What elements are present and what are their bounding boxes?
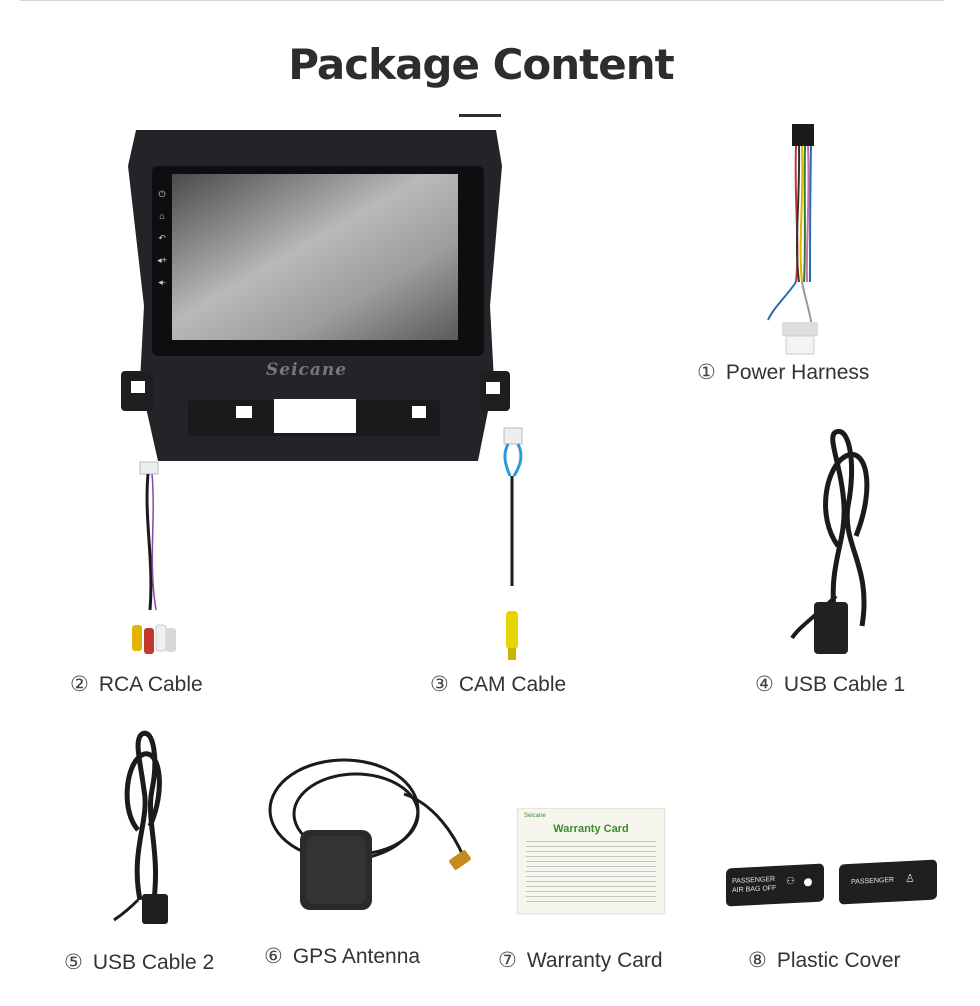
plastic-cover-left-line2: AIR BAG OFF <box>732 884 777 895</box>
car-radio-unit <box>121 130 510 461</box>
warranty-card-image: Seicane Warranty Card <box>517 808 665 914</box>
plastic-cover-right-label: PASSENGER <box>851 876 895 886</box>
caption-cam-cable: ③ CAM Cable <box>430 672 566 697</box>
warranty-card-brand: Seicane <box>524 813 546 819</box>
item-label: Plastic Cover <box>776 949 901 972</box>
page-title: Package Content <box>288 40 674 89</box>
item-label: CAM Cable <box>458 673 567 696</box>
plastic-cover-left-line1: PASSENGER <box>732 875 776 886</box>
item-number: ③ <box>430 673 449 696</box>
radio-side-buttons: ⏻ ⌂ ↶ ◂+ ◂- <box>156 183 168 303</box>
usb-cable-2-image <box>113 730 168 924</box>
rca-cable-image <box>132 461 176 654</box>
volume-up-icon: ◂+ <box>157 255 167 265</box>
airbag-icon: ⚇ <box>786 875 795 888</box>
plastic-cover-right: PASSENGER ♙ <box>839 859 937 905</box>
power-icon: ⏻ <box>158 189 166 199</box>
item-label: GPS Antenna <box>292 945 421 968</box>
gps-antenna-image <box>268 758 471 910</box>
caption-power-harness: ① Power Harness <box>697 360 869 385</box>
top-divider <box>20 0 944 1</box>
item-label: RCA Cable <box>98 673 203 696</box>
item-number: ② <box>70 673 89 696</box>
warranty-card-fine-print <box>526 841 656 905</box>
seat-occupant-icon: ♙ <box>905 872 915 886</box>
power-harness-image <box>767 124 818 355</box>
home-icon: ⌂ <box>159 211 165 221</box>
item-number: ⑧ <box>748 949 767 972</box>
back-icon: ↶ <box>158 233 166 243</box>
item-label: USB Cable 1 <box>783 673 906 696</box>
item-label: USB Cable 2 <box>92 951 215 974</box>
caption-usb-cable-1: ④ USB Cable 1 <box>755 672 905 697</box>
warranty-card-heading: Warranty Card <box>553 823 629 835</box>
caption-usb-cable-2: ⑤ USB Cable 2 <box>64 950 214 975</box>
title-underline <box>459 114 501 117</box>
plastic-cover-left: PASSENGER AIR BAG OFF ⚇ <box>726 863 824 907</box>
item-number: ⑤ <box>64 951 83 974</box>
item-number: ⑥ <box>264 945 283 968</box>
item-number: ⑦ <box>498 949 517 972</box>
radio-brand-logo: Seicane <box>266 360 348 380</box>
usb-cable-1-image <box>790 429 870 654</box>
item-number: ④ <box>755 673 774 696</box>
item-number: ① <box>697 361 716 384</box>
caption-plastic-cover: ⑧ Plastic Cover <box>748 948 901 973</box>
indicator-dot-icon <box>804 878 812 887</box>
volume-down-icon: ◂- <box>158 277 166 287</box>
caption-warranty-card: ⑦ Warranty Card <box>498 948 663 973</box>
cam-cable-image <box>503 427 523 660</box>
caption-gps-antenna: ⑥ GPS Antenna <box>264 944 420 969</box>
item-label: Power Harness <box>725 361 870 384</box>
caption-rca-cable: ② RCA Cable <box>70 672 203 697</box>
item-label: Warranty Card <box>526 949 663 972</box>
